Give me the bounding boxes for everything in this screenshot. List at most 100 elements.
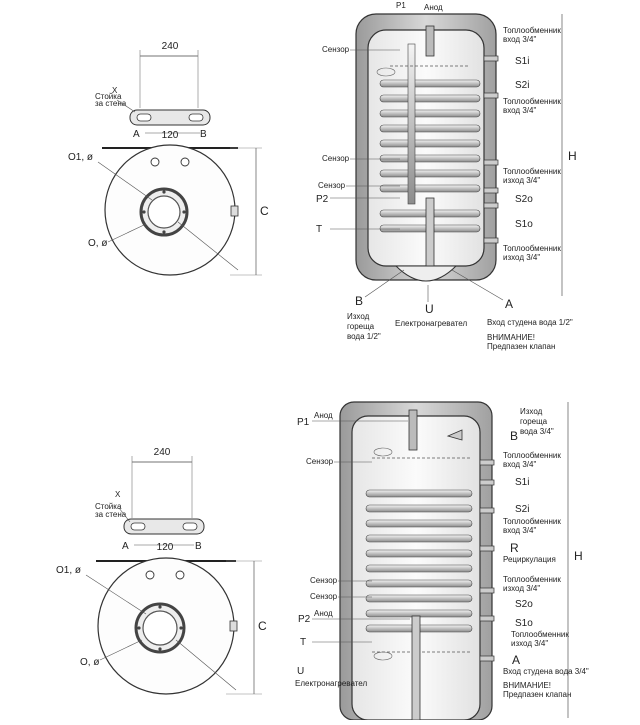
label-b: B bbox=[200, 129, 207, 140]
plan-view-top: 240 X Стойка за стена A 120 B O1, ø O, ø bbox=[68, 41, 269, 276]
label-stand-line1: Стойка bbox=[95, 502, 122, 511]
label-c: C bbox=[260, 204, 269, 218]
label-a-desc: Вход студена вода 1/2" bbox=[487, 318, 573, 327]
label-t: T bbox=[316, 224, 322, 235]
label-b: B bbox=[510, 429, 518, 443]
label-warn-1: ВНИМАНИЕ! bbox=[503, 681, 551, 690]
label-sensor-2: Сензор bbox=[310, 576, 338, 585]
dim-240: 240 bbox=[154, 447, 171, 458]
label-hx-in-1a: Топлообменник bbox=[503, 26, 561, 35]
dim-240: 240 bbox=[162, 41, 179, 52]
section-view-bottom: P1 Анод Сензор Сензор Сензор P2 Анод T U… bbox=[295, 401, 589, 721]
label-anode: Анод bbox=[424, 3, 443, 12]
label-o: O, ø bbox=[80, 657, 99, 668]
flange-inner bbox=[142, 610, 178, 646]
anode bbox=[425, 25, 435, 57]
label-warn-1: ВНИМАНИЕ! bbox=[487, 333, 535, 342]
wall-bracket bbox=[129, 109, 211, 126]
electric-heater bbox=[425, 197, 435, 269]
label-o1: O1, ø bbox=[56, 565, 81, 576]
dim-120: 120 bbox=[157, 542, 174, 553]
label-b-desc-1: Изход bbox=[347, 312, 370, 321]
label-anode-1: Анод bbox=[314, 411, 333, 420]
label-x: X bbox=[115, 490, 121, 499]
label-o: O, ø bbox=[88, 238, 107, 249]
label-hx-out-1b: изход 3/4" bbox=[503, 176, 540, 185]
label-sensor-2: Сензор bbox=[322, 154, 350, 163]
label-b-desc-1: Изход bbox=[520, 407, 543, 416]
label-x: X bbox=[112, 86, 118, 95]
dim-120: 120 bbox=[162, 130, 179, 141]
label-hx-out-2a: Топлообменник bbox=[503, 244, 561, 253]
label-h: H bbox=[574, 549, 583, 563]
label-a: A bbox=[133, 129, 140, 140]
label-hx-out-2b: изход 3/4" bbox=[511, 639, 548, 648]
flange-inner bbox=[147, 195, 181, 229]
label-p2: P2 bbox=[298, 614, 311, 625]
label-b: B bbox=[195, 541, 202, 552]
label-anode-2: Анод bbox=[314, 609, 333, 618]
label-hx-out-1a: Топлообменник bbox=[503, 575, 561, 584]
label-a: A bbox=[122, 541, 129, 552]
label-a-desc: Вход студена вода 3/4" bbox=[503, 667, 589, 676]
label-hx-out-1a: Топлообменник bbox=[503, 167, 561, 176]
label-p1: P1 bbox=[297, 417, 310, 428]
label-hx-in-1a: Топлообменник bbox=[503, 451, 561, 460]
label-hx-in-2b: вход 3/4" bbox=[503, 106, 536, 115]
label-s1o: S1o bbox=[515, 618, 533, 629]
anode-top bbox=[408, 409, 418, 451]
label-hx-in-2a: Топлообменник bbox=[503, 97, 561, 106]
label-s2o: S2o bbox=[515, 599, 533, 610]
label-b-desc-2: гореща bbox=[520, 417, 548, 426]
label-s2o: S2o bbox=[515, 194, 533, 205]
label-t: T bbox=[300, 637, 306, 648]
label-p1: P1 bbox=[396, 1, 406, 10]
label-hx-out-2b: изход 3/4" bbox=[503, 253, 540, 262]
label-s2i: S2i bbox=[515, 80, 529, 91]
label-stand-line1: Стойка bbox=[95, 92, 122, 101]
label-hx-in-1b: вход 3/4" bbox=[503, 460, 536, 469]
wall-bracket bbox=[123, 518, 205, 535]
label-sensor-1: Сензор bbox=[322, 45, 350, 54]
label-u: U bbox=[297, 666, 304, 677]
label-hx-in-2b: вход 3/4" bbox=[503, 526, 536, 535]
label-b: B bbox=[355, 294, 363, 308]
label-s1o: S1o bbox=[515, 219, 533, 230]
label-s1i: S1i bbox=[515, 56, 529, 67]
label-s1i: S1i bbox=[515, 477, 529, 488]
label-a: A bbox=[505, 297, 513, 311]
section-view-top: P1 Анод Сензор Сензор Сензор P2 T Топлоо… bbox=[316, 1, 577, 351]
label-u-desc: Електронагревател bbox=[395, 319, 467, 328]
label-u-desc: Електронагревател bbox=[295, 679, 367, 688]
label-o1: O1, ø bbox=[68, 152, 93, 163]
label-stand-line2: за стена bbox=[95, 99, 127, 108]
label-b-desc-3: вода 1/2" bbox=[347, 332, 381, 341]
label-s2i: S2i bbox=[515, 504, 529, 515]
label-a: A bbox=[512, 653, 520, 667]
label-warn-2: Предпазен клапан bbox=[487, 342, 555, 351]
label-p2: P2 bbox=[316, 194, 329, 205]
label-stand-line2: за стена bbox=[95, 510, 127, 519]
label-u: U bbox=[425, 302, 434, 316]
label-b-desc-3: вода 3/4" bbox=[520, 427, 554, 436]
label-hx-out-2a: Топлообменник bbox=[511, 630, 569, 639]
label-sensor-3: Сензор bbox=[310, 592, 338, 601]
label-c: C bbox=[258, 619, 267, 633]
label-b-desc-2: гореща bbox=[347, 322, 375, 331]
label-r: R bbox=[510, 541, 519, 555]
electric-heater bbox=[411, 615, 421, 721]
label-sensor-1: Сензор bbox=[306, 457, 334, 466]
heat-exchanger-coil bbox=[376, 43, 481, 233]
heat-exchanger-coil bbox=[365, 489, 473, 633]
plan-view-bottom: 240 X Стойка за стена A 120 B O1, ø O, ø… bbox=[56, 447, 267, 695]
heater-flange bbox=[394, 265, 458, 282]
label-h: H bbox=[568, 149, 577, 163]
label-hx-out-1b: изход 3/4" bbox=[503, 584, 540, 593]
label-hx-in-1b: вход 3/4" bbox=[503, 35, 536, 44]
label-warn-2: Предпазен клапан bbox=[503, 690, 571, 699]
label-sensor-3: Сензор bbox=[318, 181, 346, 190]
label-r-desc: Рециркулация bbox=[503, 555, 556, 564]
label-hx-in-2a: Топлообменник bbox=[503, 517, 561, 526]
